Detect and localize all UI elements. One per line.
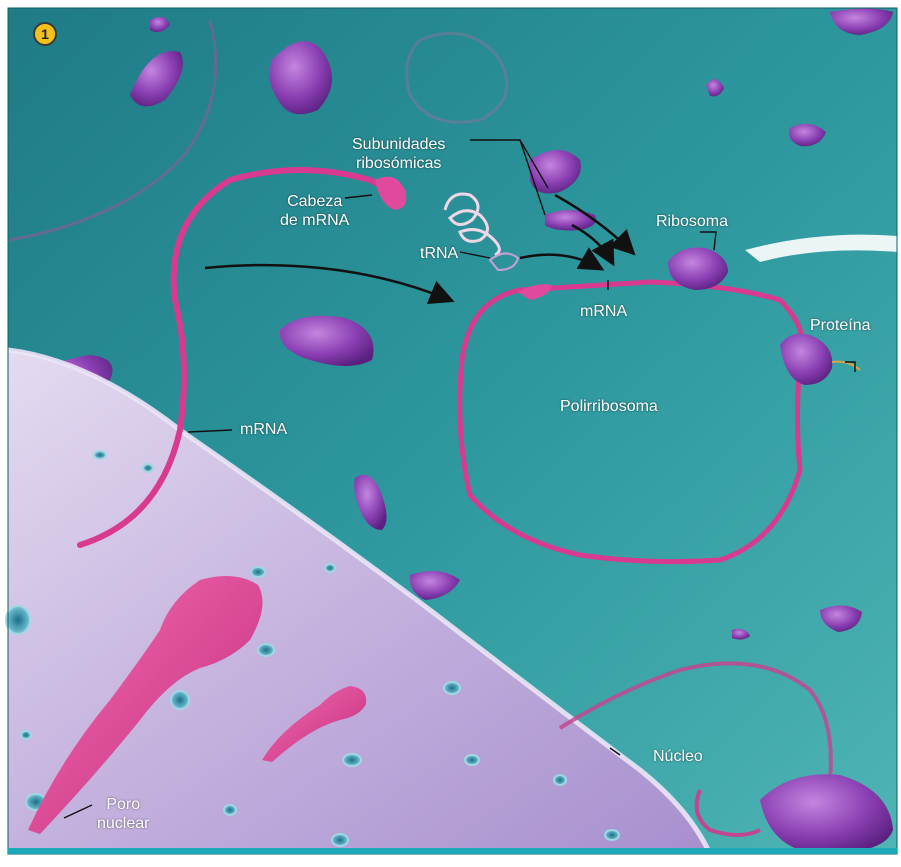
step-number-badge: 1	[33, 22, 57, 46]
label-mrna-head: Cabeza de mRNA	[280, 192, 349, 230]
label-nuclear-pore: Poro nuclear	[97, 795, 149, 833]
label-trna: tRNA	[420, 244, 458, 263]
label-mrna-polyribosome: mRNA	[580, 302, 627, 321]
label-ribosome: Ribosoma	[656, 212, 728, 231]
label-ribosomal-subunits: Subunidades ribosómicas	[352, 135, 445, 173]
label-nucleus: Núcleo	[653, 747, 703, 766]
label-polyribosome: Polirribosoma	[560, 397, 658, 416]
label-protein: Proteína	[810, 316, 870, 335]
label-mrna-strand: mRNA	[240, 420, 287, 439]
